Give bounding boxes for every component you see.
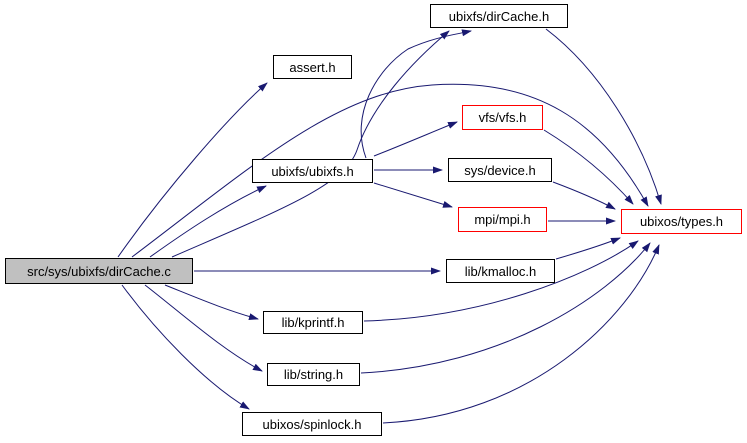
edge-dircache_h-to-types_h	[545, 28, 662, 205]
edge-ubixfs_h-to-mpi_h	[373, 182, 453, 208]
node-mpi_h[interactable]: mpi/mpi.h	[458, 207, 547, 232]
node-string_h[interactable]: lib/string.h	[267, 363, 360, 386]
edge-string_h-to-types_h	[360, 242, 651, 374]
edge-main-to-string_h	[144, 284, 263, 372]
node-vfs_h[interactable]: vfs/vfs.h	[462, 105, 543, 130]
edge-device_h-to-types_h	[552, 181, 616, 210]
edge-main-to-ubixfs_h	[149, 185, 267, 258]
node-spinlock_h[interactable]: ubixos/spinlock.h	[242, 412, 382, 436]
edge-main-to-kprintf_h	[164, 284, 259, 321]
edge-kmalloc_h-to-types_h	[555, 237, 621, 260]
node-assert[interactable]: assert.h	[273, 55, 352, 79]
node-kmalloc_h[interactable]: lib/kmalloc.h	[446, 259, 555, 283]
node-device_h[interactable]: sys/device.h	[448, 158, 552, 182]
edge-main-to-dircache_h	[171, 30, 450, 258]
edge-ubixfs_h-to-vfs_h	[373, 121, 458, 157]
edge-kprintf_h-to-types_h	[363, 240, 639, 322]
edge-ubixfs_h-to-dircache_h	[360, 29, 472, 159]
node-main: src/sys/ubixfs/dirCache.c	[5, 258, 193, 284]
node-dircache_h[interactable]: ubixfs/dirCache.h	[430, 4, 568, 28]
edge-main-to-spinlock_h	[121, 284, 250, 410]
node-types_h[interactable]: ubixos/types.h	[621, 209, 742, 234]
edge-main-to-assert	[117, 82, 268, 258]
edge-vfs_h-to-types_h	[543, 129, 634, 205]
edge-spinlock_h-to-types_h	[382, 244, 660, 424]
edge-main-to-types_h	[131, 83, 649, 258]
node-ubixfs_h[interactable]: ubixfs/ubixfs.h	[252, 159, 373, 183]
node-kprintf_h[interactable]: lib/kprintf.h	[263, 311, 363, 334]
